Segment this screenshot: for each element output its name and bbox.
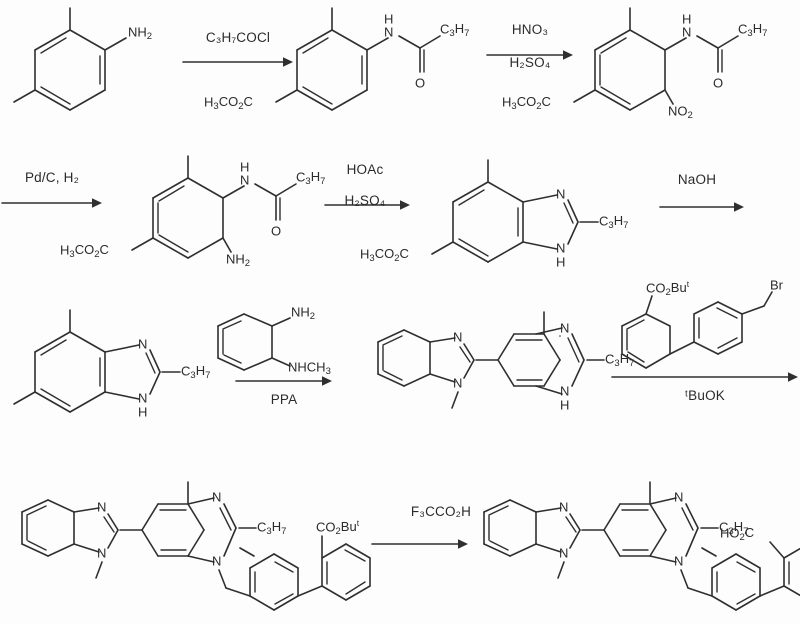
atom-label-propyl: C3H7 xyxy=(257,519,286,536)
reagent-step3-top: Pd/C, H₂ xyxy=(24,170,80,185)
structure-telmisartan: N N N N C3H7 xyxy=(462,470,800,624)
bond-benzyl-link-right xyxy=(701,547,742,588)
reagent-step8-top: F₃CCO₂H xyxy=(410,504,472,519)
reagent-step7-bottom: ᵗBuOK xyxy=(685,388,725,403)
atom-label-propyl: C3H7 xyxy=(440,21,469,38)
atom-label-nh2: NH2 xyxy=(128,24,152,41)
bond-benzyl-link-left xyxy=(239,547,280,588)
atom-label-oxo: O xyxy=(271,223,281,238)
structure-methyl-4-butyramido-3-methylbenzoate: H N O C3H7 H3CO2C xyxy=(204,0,492,120)
atom-label-ring-n-methyl: N xyxy=(453,375,462,390)
reagent-step4-top: HOAc xyxy=(346,162,384,177)
structure-methyl-3-amino-4-butyramido-5-methylbenzoate: H N O C3H7 NH2 H3CO2C xyxy=(60,148,358,278)
atom-label-ring-nh-n: N xyxy=(560,383,569,398)
structure-methyl-4-amino-3-methylbenzoate: NH2 H3CO2C xyxy=(0,0,210,120)
reagent-step2: HNO₃ H₂SO₄ xyxy=(482,22,578,70)
atom-label-amide-n: N xyxy=(240,172,249,187)
atom-label-propyl: C3H7 xyxy=(296,169,325,186)
reaction-arrow-step6 xyxy=(235,374,332,388)
structure-methyl-benzimidazole-carboxylate: N N H C3H7 H3CO2C xyxy=(360,150,658,280)
reaction-arrow-step7 xyxy=(611,370,798,384)
atom-label-bromine: Br xyxy=(770,277,784,292)
atom-label-ring-nh-h: H xyxy=(138,404,147,419)
atom-label-nhch3: NHCH3 xyxy=(288,359,331,376)
atom-label-tbu-ester: CO2But xyxy=(316,518,360,536)
reaction-arrow-step2 xyxy=(486,48,573,62)
atom-label-ring-n-right: N xyxy=(212,489,221,504)
atom-label-propyl: C3H7 xyxy=(181,363,210,380)
reaction-arrow-step1 xyxy=(182,55,293,69)
reaction-arrow-step5 xyxy=(659,200,744,214)
reagent-step8: F₃CCO₂H xyxy=(366,504,516,521)
atom-label-ring-n: N xyxy=(560,320,569,335)
structure-telmisartan-tert-butyl-ester: N N N N C3H7 xyxy=(0,470,360,624)
atom-label-propyl: C3H7 xyxy=(599,213,628,230)
atom-label-propyl: C3H7 xyxy=(605,351,634,368)
atom-label-ring-nh-n: N xyxy=(556,240,565,255)
atom-label-ring-nh-n: N xyxy=(138,390,147,405)
reagent-step7: ᵗBuOK xyxy=(612,386,798,403)
structure-n-methyl-benzene-diamine: NH2 NHCH3 xyxy=(206,296,356,396)
atom-label-nh2: NH2 xyxy=(291,304,315,321)
structure-bis-benzimidazole-intermediate: N N xyxy=(356,300,616,440)
atom-label-ring-nh-h: H xyxy=(556,254,565,269)
atom-label-ring-n-left: N xyxy=(453,329,462,344)
atom-label-ring-n-benzyl: N xyxy=(212,553,221,568)
structure-bis-benzimidazole-right-ring: N N H C3H7 xyxy=(532,316,652,426)
atom-label-amide-h: H xyxy=(384,11,393,26)
atom-label-ester: H3CO2C xyxy=(502,94,551,111)
atom-label-amide-n: N xyxy=(384,24,393,39)
atom-label-propyl: C3H7 xyxy=(719,519,748,536)
atom-label-tbu-ester: CO2But xyxy=(646,279,690,297)
atom-label-ester: H3CO2C xyxy=(204,94,253,111)
reagent-step5-top: NaOH xyxy=(677,172,717,187)
reaction-arrow-step4 xyxy=(324,198,410,212)
reagent-step1: C₃H₇COCl xyxy=(178,30,298,47)
reagent-step5: NaOH xyxy=(652,172,742,189)
atom-label-ring-n: N xyxy=(138,336,147,351)
structure-benzimidazole-carboxylic-acid: N N H C3H7 HO2C xyxy=(0,300,230,430)
atom-label-ester: H3CO2C xyxy=(360,246,409,263)
atom-label-amide-h: H xyxy=(240,159,249,174)
reaction-arrow-step3 xyxy=(1,196,102,210)
atom-label-nitro: NO2 xyxy=(668,103,693,120)
atom-label-ring-n-left: N xyxy=(559,499,568,514)
atom-label-ring-n: N xyxy=(556,186,565,201)
structure-biphenyl-tert-butyl-ester-part: CO2But xyxy=(222,518,412,624)
atom-label-amide-n: N xyxy=(682,24,691,39)
atom-label-ester: H3CO2C xyxy=(60,242,109,259)
atom-label-amide-h: H xyxy=(682,11,691,26)
atom-label-amine: NH2 xyxy=(226,251,250,268)
atom-label-ring-n-methyl: N xyxy=(97,545,106,560)
reagent-step6: PPA xyxy=(236,390,332,407)
atom-label-ring-n-benzyl: N xyxy=(674,553,683,568)
structure-biphenyl-carboxylic-acid-part: HO2C xyxy=(684,525,800,624)
reaction-arrow-step8 xyxy=(371,537,468,551)
reagent-step2-top: HNO₃ xyxy=(511,22,549,37)
reagent-step3: Pd/C, H₂ xyxy=(2,170,102,187)
atom-label-carboxylic-acid: HO2C xyxy=(720,525,754,542)
atom-label-oxo: O xyxy=(415,75,425,90)
atom-label-ring-n-methyl: N xyxy=(559,545,568,560)
reagent-step2-bottom: H₂SO₄ xyxy=(509,55,551,70)
atom-label-propyl: C3H7 xyxy=(738,21,767,38)
atom-label-ring-nh-h: H xyxy=(560,397,569,412)
structure-methyl-4-butyramido-3-methyl-5-nitrobenzoate: H N O C3H7 NO2 H3CO2C xyxy=(502,0,800,130)
reagent-step6-bottom: PPA xyxy=(270,392,298,407)
atom-label-oxo: O xyxy=(713,75,723,90)
reagent-step1-top: C₃H₇COCl xyxy=(205,30,271,45)
atom-label-ring-n-left: N xyxy=(97,499,106,514)
structure-tert-butyl-bromomethyl-biphenyl-carboxylate: CO2But Br xyxy=(612,277,800,396)
atom-label-ring-n-right: N xyxy=(674,489,683,504)
